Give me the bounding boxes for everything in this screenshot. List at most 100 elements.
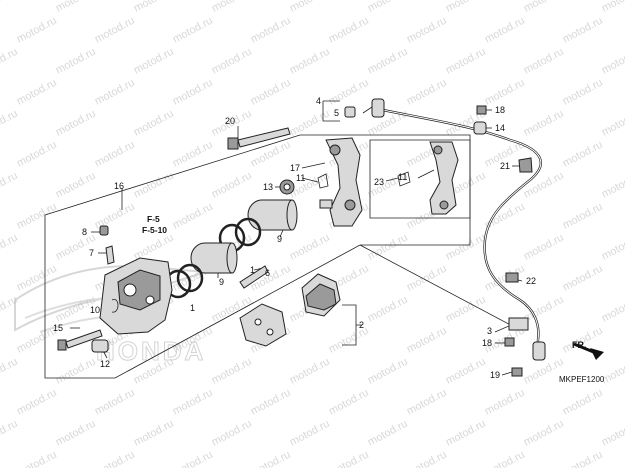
callout-4: 4	[316, 96, 321, 106]
watermark-text: motod.ru	[0, 108, 20, 139]
watermark-text: motod.ru	[93, 201, 137, 232]
callout-labels: 4 5 18 14 20 17 11 13 23 11 21 16 F-5 F-…	[53, 96, 605, 384]
callout-13: 13	[263, 182, 273, 192]
callout-1-lower: 1	[190, 303, 195, 313]
callout-5: 5	[334, 108, 339, 118]
watermark-text: motod.ru	[171, 77, 215, 108]
assembly-outline-bracket-set	[369, 139, 471, 219]
watermark-text: motod.ru	[54, 418, 98, 449]
watermark-text: motod.ru	[561, 387, 605, 418]
watermark-text: motod.ru	[483, 77, 527, 108]
watermark-text: motod.ru	[288, 418, 332, 449]
callout-17: 17	[290, 163, 300, 173]
front-direction-label: FR.	[572, 340, 587, 350]
watermark-text: motod.ru	[561, 15, 605, 46]
caliper-bracket-17	[319, 137, 363, 227]
watermark-text: motod.ru	[483, 387, 527, 418]
watermark-text: motod.ru	[522, 0, 566, 15]
joint-14	[473, 121, 487, 135]
watermark-text: motod.ru	[15, 201, 59, 232]
watermark-text: motod.ru	[171, 139, 215, 170]
watermark-text: motod.ru	[93, 139, 137, 170]
leader-lines	[70, 100, 523, 376]
watermark-text: motod.ru	[54, 0, 98, 15]
bracket-set-23	[397, 141, 459, 215]
watermark-text: motod.ru	[15, 15, 59, 46]
watermark-text: motod.ru	[366, 0, 410, 15]
bolt-19	[511, 367, 523, 377]
watermark-text: motod.ru	[249, 387, 293, 418]
honda-wing-logo: HONDA	[14, 265, 206, 367]
watermark-text: motod.ru	[15, 263, 59, 294]
watermark-text: motod.ru	[561, 449, 605, 468]
watermark-text: motod.ru	[249, 15, 293, 46]
seal-13	[279, 179, 295, 195]
callout-19: 19	[490, 370, 500, 380]
watermark-text: motod.ru	[132, 0, 176, 15]
watermark-text: motod.ru	[54, 108, 98, 139]
callout-2: 2	[359, 320, 364, 330]
watermark-text: motod.ru	[327, 15, 371, 46]
callout-20: 20	[225, 116, 235, 126]
piston-9-upper	[247, 199, 298, 231]
watermark-text: motod.ru	[444, 46, 488, 77]
callout-21: 21	[500, 161, 510, 171]
watermark-text: motod.ru	[600, 0, 625, 15]
watermark-text: motod.ru	[405, 77, 449, 108]
brake-pad-rear	[239, 303, 287, 347]
watermark-text: motod.ru	[561, 201, 605, 232]
watermark-text: motod.ru	[132, 170, 176, 201]
watermark-text: motod.ru	[561, 263, 605, 294]
watermark-text: motod.ru	[0, 418, 20, 449]
watermark-text: motod.ru	[600, 418, 625, 449]
bolt-18-top	[476, 105, 487, 115]
callout-15: 15	[53, 323, 63, 333]
watermark-text: motod.ru	[405, 387, 449, 418]
watermark-text: motod.ru	[366, 356, 410, 387]
watermark-text: motod.ru	[171, 15, 215, 46]
watermark-text: motod.ru	[600, 232, 625, 263]
watermark-text: motod.ru	[483, 15, 527, 46]
watermark-text: motod.ru	[600, 294, 625, 325]
bleeder-cap-8	[99, 225, 109, 236]
watermark-text: motod.ru	[54, 170, 98, 201]
watermark-text: motod.ru	[327, 449, 371, 468]
callout-16: 16	[114, 181, 124, 191]
clamp-21	[518, 157, 533, 173]
reference-f5: F-5	[147, 214, 160, 224]
watermark-text: motod.ru	[15, 387, 59, 418]
callout-9-upper: 9	[277, 234, 282, 244]
watermark-text: motod.ru	[522, 108, 566, 139]
watermark-text: motod.ru	[600, 170, 625, 201]
brake-pad-front	[301, 273, 341, 317]
piston-9-lower	[190, 242, 238, 274]
watermark-text: motod.ru	[444, 0, 488, 15]
stay-3	[508, 317, 529, 331]
watermark-text: motod.ru	[405, 449, 449, 468]
watermark-text: motod.ru	[522, 170, 566, 201]
caliper-body	[99, 257, 173, 335]
watermark-text: motod.ru	[132, 108, 176, 139]
watermark-text: motod.ru	[210, 418, 254, 449]
callout-3: 3	[487, 326, 492, 336]
watermark-text: motod.ru	[561, 77, 605, 108]
watermark-text: motod.ru	[15, 449, 59, 468]
reference-f510: F-5-10	[142, 225, 167, 235]
watermark-text: motod.ru	[54, 356, 98, 387]
watermark-text: motod.ru	[249, 449, 293, 468]
watermark-text: motod.ru	[405, 15, 449, 46]
watermark-text: motod.ru	[366, 232, 410, 263]
watermark-text: motod.ru	[249, 77, 293, 108]
watermark-text: motod.ru	[444, 356, 488, 387]
watermark-text: motod.ru	[405, 325, 449, 356]
watermark-text: motod.ru	[93, 387, 137, 418]
callout-6: 6	[265, 268, 270, 278]
watermark-text: motod.ru	[0, 356, 20, 387]
callout-7: 7	[89, 248, 94, 258]
watermark-text: motod.ru	[210, 46, 254, 77]
watermark-text: motod.ru	[171, 449, 215, 468]
watermark-text: motod.ru	[54, 46, 98, 77]
callout-14: 14	[495, 123, 505, 133]
